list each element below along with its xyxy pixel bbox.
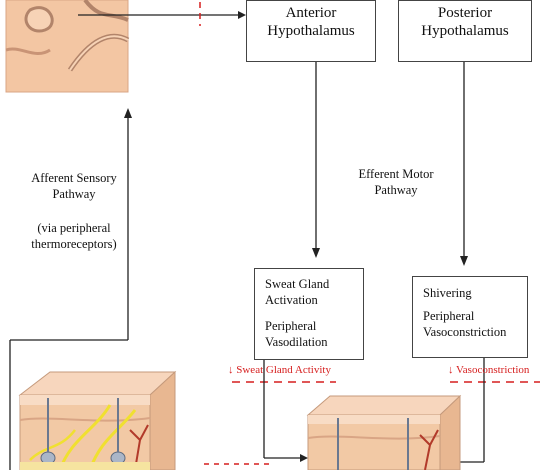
sweat-line4: Vasodilation — [265, 335, 328, 349]
afferent-line1: Afferent Sensory — [31, 171, 117, 185]
arrow-afferent — [9, 108, 132, 470]
sweat-line1: Sweat Gland — [265, 277, 330, 291]
skin-block-left — [18, 370, 177, 470]
afferent-line3: (via peripheral — [37, 221, 111, 235]
afferent-line4: thermoreceptors) — [31, 237, 117, 251]
shivering-box: Shivering Peripheral Vasoconstriction — [412, 276, 528, 358]
arrow-sweat-to-skin — [263, 360, 308, 462]
shiver-line1: Shivering — [423, 286, 472, 300]
posterior-line1: Posterior — [437, 5, 493, 21]
sweat-line3: Peripheral — [265, 319, 317, 333]
skin-block-right — [306, 394, 462, 470]
anterior-line2: Hypothalamus — [267, 23, 355, 39]
arrow-posterior-to-shiver — [460, 62, 468, 266]
efferent-line2: Pathway — [374, 183, 418, 197]
arrow-to-anterior — [78, 2, 246, 26]
efferent-label: Efferent Motor Pathway — [336, 166, 456, 198]
sweat-line2: Activation — [265, 293, 318, 307]
shiver-line2: Peripheral — [423, 309, 475, 323]
sweat-gland-activity-label: ↓ Sweat Gland Activity — [228, 364, 331, 376]
brain-tissue-image — [5, 0, 130, 93]
afferent-line2: Pathway — [52, 187, 96, 201]
afferent-label: Afferent Sensory Pathway (via peripheral… — [14, 170, 134, 252]
posterior-hypothalamus-box: Posterior Hypothalamus — [398, 0, 532, 62]
efferent-line1: Efferent Motor — [358, 167, 434, 181]
vasoconstriction-label: ↓ Vasoconstriction — [448, 364, 530, 376]
posterior-line2: Hypothalamus — [421, 23, 509, 39]
anterior-hypothalamus-box: Anterior Hypothalamus — [246, 0, 376, 62]
sweat-gland-box: Sweat Gland Activation Peripheral Vasodi… — [254, 268, 364, 360]
shiver-line3: Vasoconstriction — [423, 325, 507, 339]
anterior-line1: Anterior — [285, 5, 337, 21]
arrow-anterior-to-sweat — [312, 62, 320, 258]
